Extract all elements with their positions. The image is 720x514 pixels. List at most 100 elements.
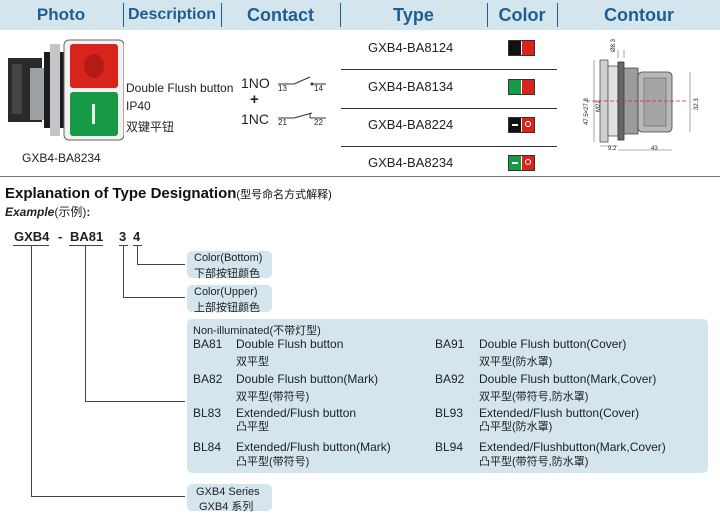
- dim-bottom-b: 43: [651, 146, 658, 152]
- non-illuminated-title: Non-illuminated(不带灯型): [193, 322, 321, 338]
- no-contact-icon: [278, 76, 326, 86]
- terminal-14: 14: [314, 84, 323, 93]
- color-swatch: [508, 79, 535, 95]
- type-item-code: BL94: [435, 440, 464, 454]
- explanation-title-en: Explanation of Type Designation: [5, 185, 237, 202]
- row-divider: [341, 108, 557, 109]
- example-label: Example(示例):: [5, 203, 90, 220]
- type-item-code: BL83: [193, 406, 222, 420]
- series-box: [187, 484, 272, 511]
- contact-nc-label: 1NC: [241, 111, 270, 127]
- color-upper-cn: 上部按钮颜色: [194, 302, 260, 314]
- dim-left: 47.5×27.8: [584, 98, 590, 125]
- swatch-upper: [509, 41, 521, 55]
- dim-bottom-a: 9.2: [608, 146, 617, 152]
- code-dash: -: [58, 229, 63, 244]
- type-item-en: Extended/Flush button(Cover): [479, 406, 640, 420]
- header-divider: [221, 3, 222, 27]
- type-item-cn: 双平型(带符号,防水罩): [479, 391, 589, 403]
- code-series: GXB4: [14, 229, 50, 244]
- code-lower-color: 4: [133, 229, 141, 244]
- type-item-cn: 双平型(防水罩): [479, 356, 553, 368]
- type-item-en: Double Flush button(Cover): [479, 337, 627, 351]
- swatch-lower: [522, 41, 534, 55]
- type-item-code: BA91: [435, 337, 465, 351]
- example-colon: :: [86, 205, 91, 219]
- type-item-code: BA81: [193, 337, 223, 351]
- terminal-13: 13: [278, 84, 287, 93]
- leader-line: [137, 246, 138, 265]
- code-underline: [133, 245, 142, 246]
- leader-line: [85, 246, 86, 402]
- type-item-en: Double Flush button: [236, 337, 344, 351]
- contact-plus: +: [250, 91, 259, 108]
- type-code: GXB4-BA8234: [368, 155, 454, 170]
- contour-drawing: [586, 50, 691, 151]
- color-upper-box: [187, 285, 272, 312]
- header-contact: Contact: [247, 5, 314, 25]
- description-line: Double Flush button: [126, 81, 234, 95]
- header-divider: [557, 3, 558, 27]
- leader-line: [123, 246, 124, 298]
- type-item-cn: 凸平型(防水罩): [479, 421, 553, 433]
- type-item-cn: 双平型(带符号): [236, 391, 310, 403]
- header-divider: [123, 3, 124, 27]
- description-line: 双键平钮: [126, 120, 175, 134]
- row-divider: [341, 146, 557, 147]
- example-en: Example: [5, 205, 55, 219]
- type-code: GXB4-BA8224: [368, 117, 454, 132]
- terminal-22: 22: [314, 118, 323, 127]
- type-item-en: Extended/Flush button: [236, 406, 357, 420]
- color-swatch: [508, 117, 535, 133]
- type-item-en: Double Flush button(Mark): [236, 372, 379, 386]
- explanation-title-cn: (型号命名方式解释): [236, 189, 332, 201]
- circle-mark-icon: [525, 159, 531, 165]
- code-type: BA81: [70, 229, 104, 244]
- leader-line: [123, 297, 185, 298]
- table-bottom-line: [0, 176, 720, 177]
- non-illuminated-title-en: Non-illuminated: [193, 325, 270, 337]
- swatch-upper: [509, 80, 521, 94]
- header-divider: [340, 3, 341, 27]
- series-cn: GXB4 系列: [199, 501, 254, 513]
- leader-line: [31, 496, 185, 497]
- header-contour: Contour: [604, 5, 674, 25]
- non-illuminated-title-cn: (不带灯型): [269, 325, 321, 337]
- code-underline: [13, 245, 49, 246]
- type-item-code: BL84: [193, 440, 222, 454]
- header-type: Type: [393, 5, 434, 25]
- circle-mark-icon: [525, 121, 531, 127]
- type-item-cn: 双平型: [236, 356, 269, 368]
- type-item-cn: 凸平型(带符号,防水罩): [479, 456, 589, 468]
- code-underline: [69, 245, 103, 246]
- dim-m22: M22: [596, 100, 602, 112]
- leader-line: [31, 246, 32, 497]
- product-photo: [8, 39, 124, 141]
- type-code: GXB4-BA8124: [368, 40, 454, 55]
- type-item-cn: 凸平型: [236, 421, 269, 433]
- type-code: GXB4-BA8134: [368, 79, 454, 94]
- type-item-cn: 凸平型(带符号): [236, 456, 310, 468]
- type-item-en: Extended/Flush button(Mark): [236, 440, 391, 454]
- type-item-code: BA82: [193, 372, 223, 386]
- minus-mark-icon: [512, 162, 518, 164]
- non-illuminated-box: [187, 319, 708, 473]
- series-en: GXB4 Series: [196, 486, 260, 498]
- row-divider: [341, 69, 557, 70]
- type-item-code: BA92: [435, 372, 465, 386]
- header-photo: Photo: [36, 5, 86, 24]
- header-divider: [487, 3, 488, 27]
- photo-caption: GXB4-BA8234: [22, 151, 101, 165]
- type-item-en: Double Flush button(Mark,Cover): [479, 372, 657, 386]
- dim-diameter: Ø8.3: [611, 38, 617, 52]
- nc-contact-icon: [278, 112, 326, 119]
- code-underline: [119, 245, 128, 246]
- leader-line: [85, 401, 185, 402]
- example-cn: (示例): [54, 205, 87, 219]
- color-swatch: [508, 155, 535, 171]
- color-bottom-en: Color(Bottom): [194, 252, 263, 264]
- minus-mark-icon: [512, 124, 518, 126]
- header-color: Color: [498, 5, 546, 25]
- contact-no-label: 1NO: [241, 75, 270, 91]
- color-upper-en: Color(Upper): [194, 286, 258, 298]
